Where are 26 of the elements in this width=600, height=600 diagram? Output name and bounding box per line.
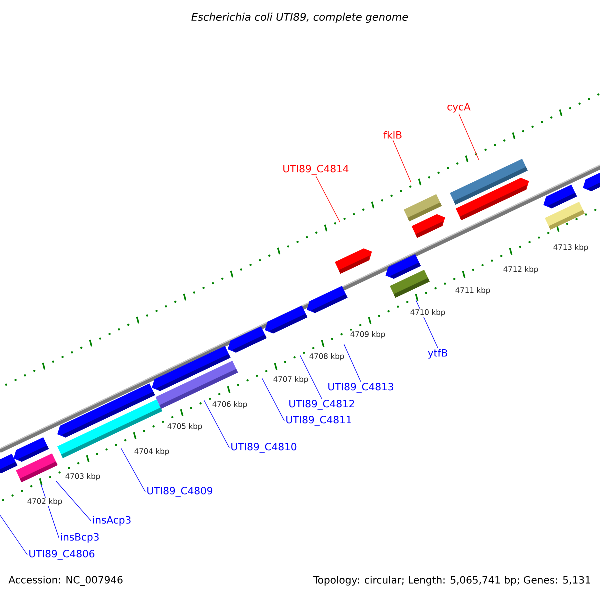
leader-line xyxy=(316,176,340,222)
leader-line xyxy=(262,378,285,422)
gene-label: cycA xyxy=(448,103,471,113)
leader-line xyxy=(344,344,362,382)
leader-line xyxy=(300,354,322,400)
gene-label: ytfB xyxy=(428,349,448,359)
leader-line xyxy=(0,514,28,556)
gene-label: insAcp3 xyxy=(93,516,131,526)
gene-label: UTI89_C4809 xyxy=(148,487,213,497)
gene-label: UTI89_C4810 xyxy=(232,443,297,453)
gene-label: insBcp3 xyxy=(61,533,99,543)
title: Escherichia coli UTI89, complete genome xyxy=(192,12,408,24)
genome-info-text: Topology: circular; Length: 5,065,741 bp; Genes: 5,131 xyxy=(313,576,590,586)
gene-label: UTI89_C4812 xyxy=(290,400,354,410)
leader-line xyxy=(40,484,60,538)
gene-label: UTI89_C4806 xyxy=(30,550,95,560)
leader-line xyxy=(458,114,480,160)
gene-label: fklB xyxy=(384,131,402,139)
gene-label: UTI89_C4811 xyxy=(286,416,352,426)
leader-line xyxy=(120,448,146,492)
accession-text: Accession: NC_007946 xyxy=(8,576,123,586)
leader-line xyxy=(56,480,92,522)
gene-label: UTI89_C4813 xyxy=(328,383,394,393)
leader-line xyxy=(204,400,230,448)
leader-line xyxy=(392,140,412,182)
gene-label: UTI89_C4814 xyxy=(284,165,349,175)
